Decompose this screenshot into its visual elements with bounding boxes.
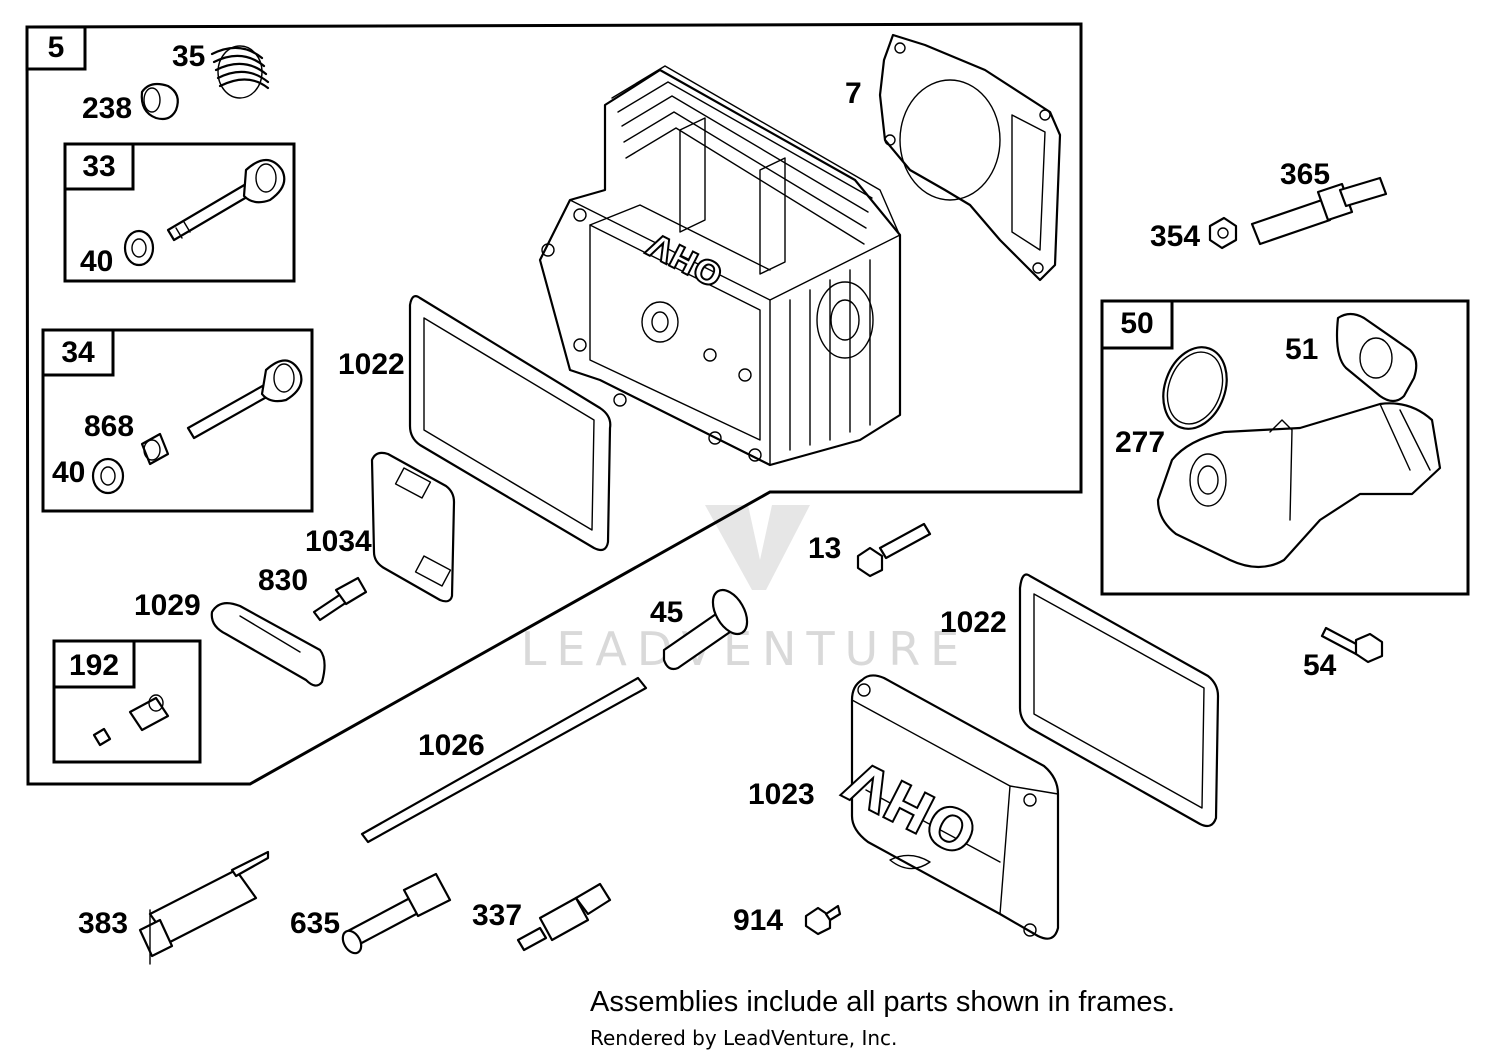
callout-1022-upper: 1022: [338, 348, 405, 381]
callout-383: 383: [78, 907, 128, 940]
frame-33-label: 33: [82, 150, 115, 183]
frame-192: 192: [52, 639, 202, 764]
callout-830: 830: [258, 564, 308, 597]
callout-365: 365: [1280, 158, 1330, 191]
callout-1029: 1029: [134, 589, 201, 622]
frame-50: 50: [1100, 299, 1470, 596]
intake-valve-part[interactable]: [186, 359, 303, 440]
valve-seal-part-33[interactable]: [123, 229, 155, 267]
push-rod-part[interactable]: [360, 676, 648, 844]
frame-34: 34: [41, 328, 314, 513]
assemblies-note: Assemblies include all parts shown in fr…: [590, 986, 1176, 1018]
spring-cap-part[interactable]: [140, 82, 179, 121]
valve-spring-part[interactable]: [210, 45, 270, 99]
footnote: Assemblies include all parts shown in fr…: [590, 985, 1210, 1055]
callout-868: 868: [84, 410, 134, 443]
cylinder-head-part[interactable]: OHV: [538, 65, 902, 467]
valve-seal-part-34[interactable]: [91, 457, 125, 495]
push-rod-guide-part[interactable]: [662, 584, 754, 671]
spark-plug-part[interactable]: [516, 882, 612, 952]
rocker-cover-gasket-upper[interactable]: [408, 295, 612, 552]
frame-5-label: 5: [48, 31, 65, 64]
callout-51: 51: [1285, 333, 1318, 366]
callout-635: 635: [290, 907, 340, 940]
render-credit: Rendered by LeadVenture, Inc.: [590, 1026, 898, 1050]
callout-337: 337: [472, 899, 522, 932]
callout-45: 45: [650, 596, 683, 629]
rocker-stud-part[interactable]: [312, 576, 368, 622]
exhaust-valve-part[interactable]: [166, 158, 286, 242]
frame-50-label: 50: [1120, 307, 1153, 340]
callout-54: 54: [1303, 649, 1337, 682]
breather-tube-part[interactable]: [1250, 176, 1388, 246]
callout-labels: 35 238 40 868 40 7 1022 1034 830 1029 36…: [52, 40, 1337, 940]
valve-guide-part[interactable]: [140, 432, 170, 466]
callout-1034: 1034: [305, 525, 372, 558]
spark-plug-boot-part[interactable]: [339, 872, 452, 956]
head-gasket-part[interactable]: [878, 33, 1062, 282]
callout-1022-lower: 1022: [940, 606, 1007, 639]
head-bolt-part[interactable]: [856, 522, 932, 578]
intake-gasket-part[interactable]: [1335, 312, 1418, 403]
callout-40-lower: 40: [52, 456, 85, 489]
frame-192-label: 192: [69, 649, 119, 682]
rocker-arm-part[interactable]: [210, 601, 326, 687]
set-screw-part[interactable]: [92, 727, 112, 747]
callout-35: 35: [172, 40, 205, 73]
callout-238: 238: [82, 92, 132, 125]
callout-1026: 1026: [418, 729, 485, 762]
callout-277: 277: [1115, 426, 1165, 459]
rocker-cover-gasket-lower[interactable]: [1018, 573, 1220, 828]
spark-plug-wrench-part[interactable]: [138, 850, 270, 965]
frame-5: 5: [25, 22, 1083, 786]
breather-plate-part[interactable]: [370, 451, 456, 603]
intake-elbow-part[interactable]: [1156, 402, 1442, 569]
frame-34-label: 34: [61, 336, 95, 369]
o-ring-part[interactable]: [1152, 338, 1237, 437]
callout-914: 914: [733, 904, 783, 937]
callout-40-upper: 40: [80, 245, 113, 278]
elbow-bolt-part[interactable]: [1320, 626, 1384, 664]
hex-nut-354[interactable]: [1208, 216, 1238, 250]
rocker-cover-part[interactable]: OHV: [834, 674, 1060, 940]
callout-1023: 1023: [748, 778, 815, 811]
callout-13: 13: [808, 532, 841, 565]
callout-7: 7: [845, 77, 862, 110]
adjuster-nut-part[interactable]: [128, 694, 170, 732]
callout-354: 354: [1150, 220, 1200, 253]
frame-33: 33: [63, 142, 296, 283]
cover-screw-part[interactable]: [804, 904, 842, 936]
